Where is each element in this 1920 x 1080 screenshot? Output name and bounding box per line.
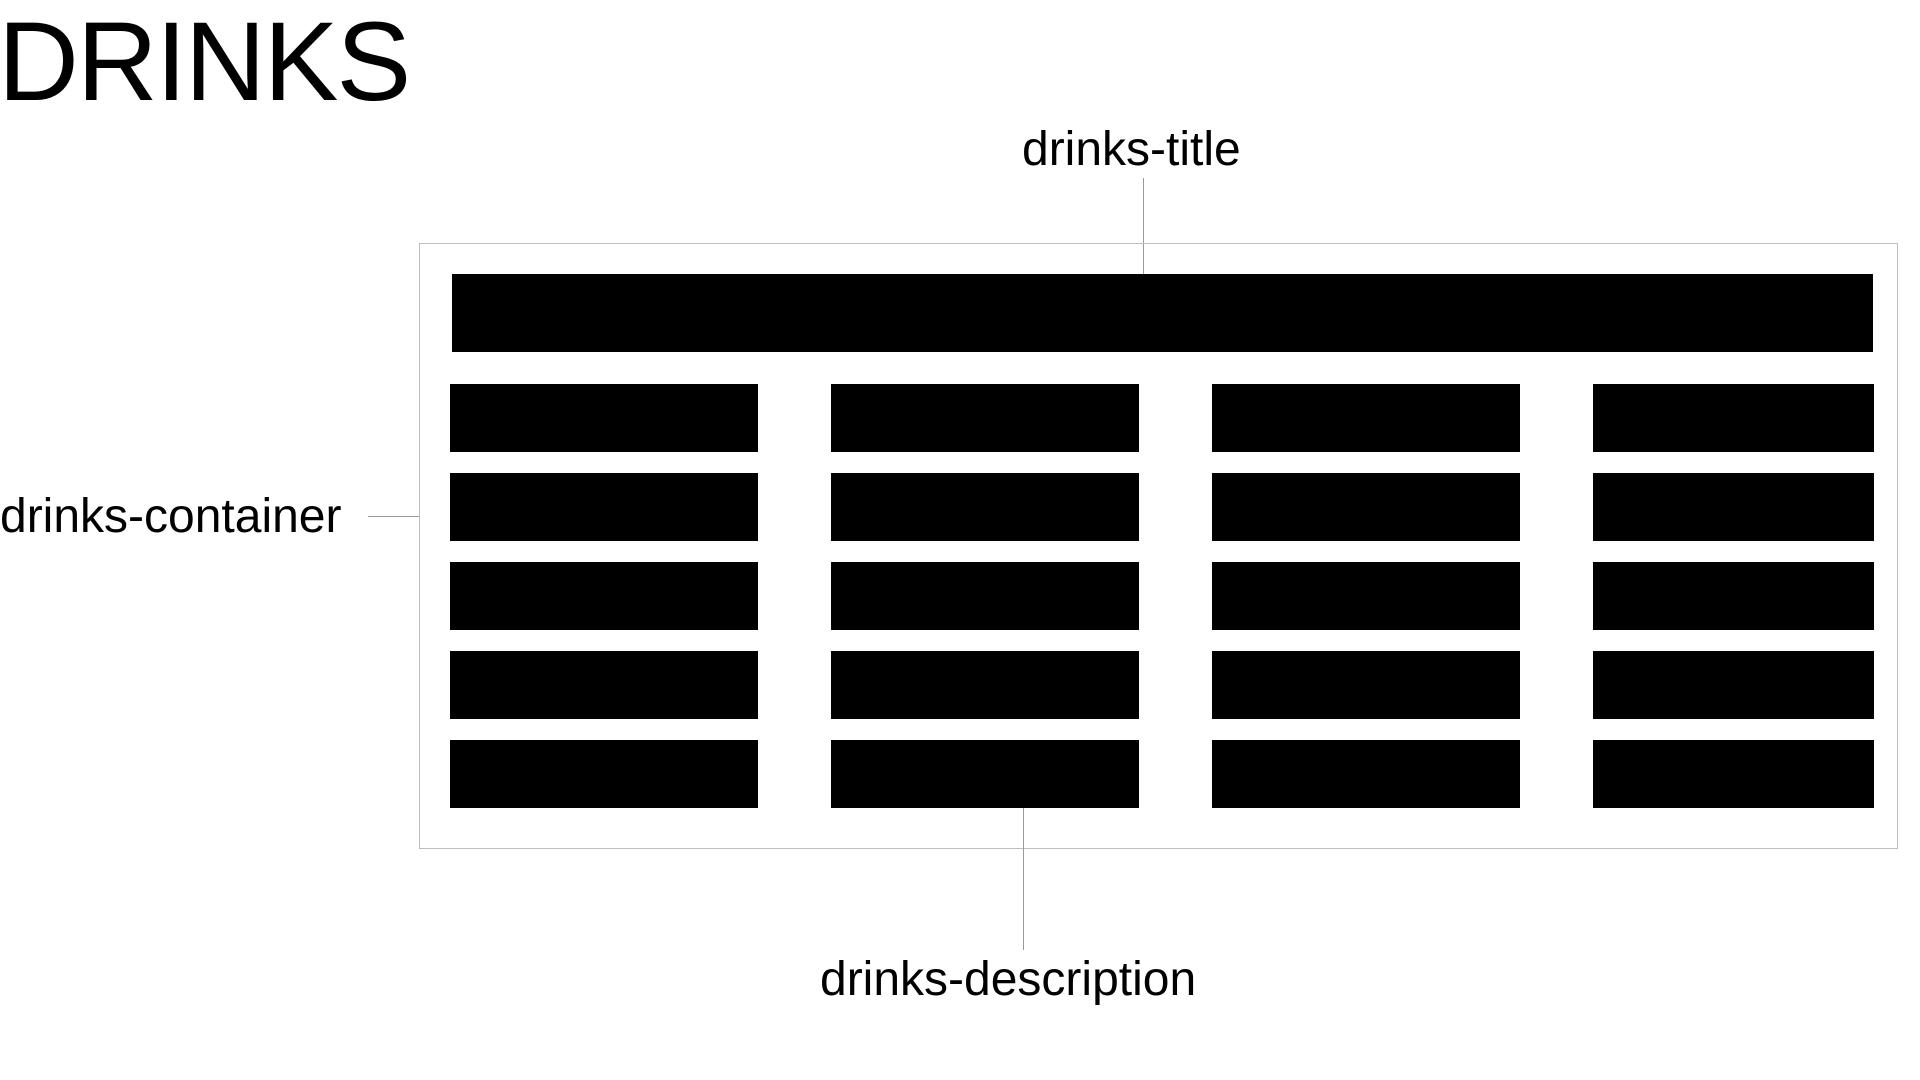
drinks-description-block [450,473,758,541]
drinks-description-block [1212,562,1520,630]
drinks-description-block [1593,384,1874,452]
drinks-description-block [1212,384,1520,452]
drinks-description-block [450,384,758,452]
drinks-description-block [1593,740,1874,808]
drinks-description-block [831,740,1139,808]
drinks-container-box [419,243,1898,849]
page-title: DRINKS [0,0,411,124]
drinks-description-block [831,562,1139,630]
drinks-description-block [831,651,1139,719]
drinks-description-block [1212,473,1520,541]
drinks-container-label: drinks-container [0,490,342,543]
drinks-description-block [831,384,1139,452]
drinks-description-leader-line [1023,808,1024,950]
drinks-description-block [450,562,758,630]
drinks-title-label: drinks-title [1022,123,1241,176]
drinks-description-block [1593,562,1874,630]
drinks-title-leader-line [1143,178,1144,274]
drinks-container-leader-line [368,516,420,517]
drinks-description-block [450,651,758,719]
drinks-description-block [1212,740,1520,808]
drinks-description-block [1593,473,1874,541]
drinks-description-block [831,473,1139,541]
drinks-description-block [1212,651,1520,719]
drinks-description-label: drinks-description [820,953,1197,1006]
drinks-description-block [450,740,758,808]
drinks-title-block [452,274,1873,352]
drinks-description-block [1593,651,1874,719]
